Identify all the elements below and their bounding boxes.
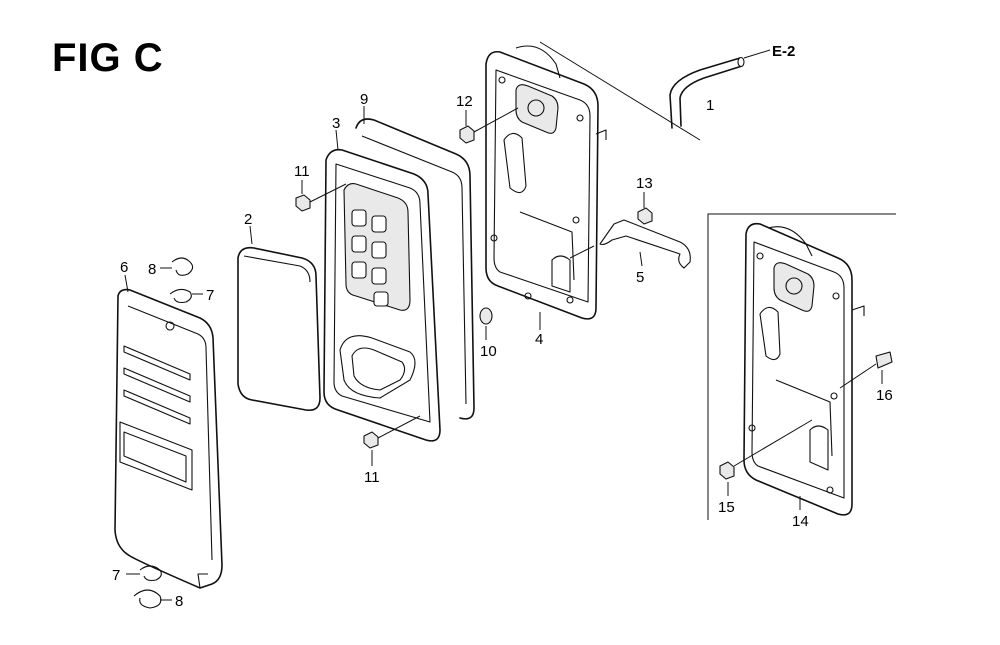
callout-11-bottom: 11 (364, 469, 380, 486)
callout-10: 10 (480, 343, 497, 360)
callout-1: 1 (706, 97, 714, 114)
cap-part-10 (479, 307, 493, 340)
callout-14: 14 (792, 513, 809, 530)
callout-15: 15 (718, 499, 735, 516)
clip-part-7-bottom (126, 565, 162, 582)
ref-e2-label: E-2 (772, 43, 795, 60)
breather-tube-part-1 (669, 49, 771, 129)
callout-12: 12 (456, 93, 473, 110)
callout-8-bottom: 8 (175, 593, 183, 610)
nut-part-11-bottom (363, 415, 421, 466)
nut-part-11-top (295, 180, 347, 212)
plug-part-16 (839, 351, 893, 389)
inset-frame (707, 213, 896, 520)
filter-element-part-2 (237, 225, 321, 412)
callout-3: 3 (332, 115, 340, 132)
callout-7-top: 7 (206, 287, 214, 304)
callout-2: 2 (244, 211, 252, 228)
air-cleaner-cover-part-6 (114, 274, 223, 589)
elbow-base-part-14 (743, 222, 865, 516)
callout-5: 5 (636, 269, 644, 286)
callout-11-top: 11 (294, 163, 310, 180)
callout-8-top: 8 (148, 261, 156, 278)
clip-part-7-top (169, 288, 203, 304)
clip-part-8-top (160, 257, 194, 276)
gasket-part-9 (355, 106, 475, 420)
callout-13: 13 (636, 175, 653, 192)
callout-4: 4 (535, 331, 543, 348)
callout-7-bottom: 7 (112, 567, 120, 584)
air-cleaner-case-part-3 (323, 129, 441, 442)
stay-bracket-part-5 (569, 219, 691, 269)
callout-6: 6 (120, 259, 128, 276)
figure-title: FIG C (52, 36, 164, 80)
nut-part-15 (719, 419, 813, 496)
clip-part-8-bottom (133, 589, 172, 609)
nut-part-13 (637, 192, 653, 225)
elbow-base-part-4 (485, 45, 607, 330)
nut-part-12 (459, 107, 519, 144)
callout-9: 9 (360, 91, 368, 108)
callout-16: 16 (876, 387, 893, 404)
